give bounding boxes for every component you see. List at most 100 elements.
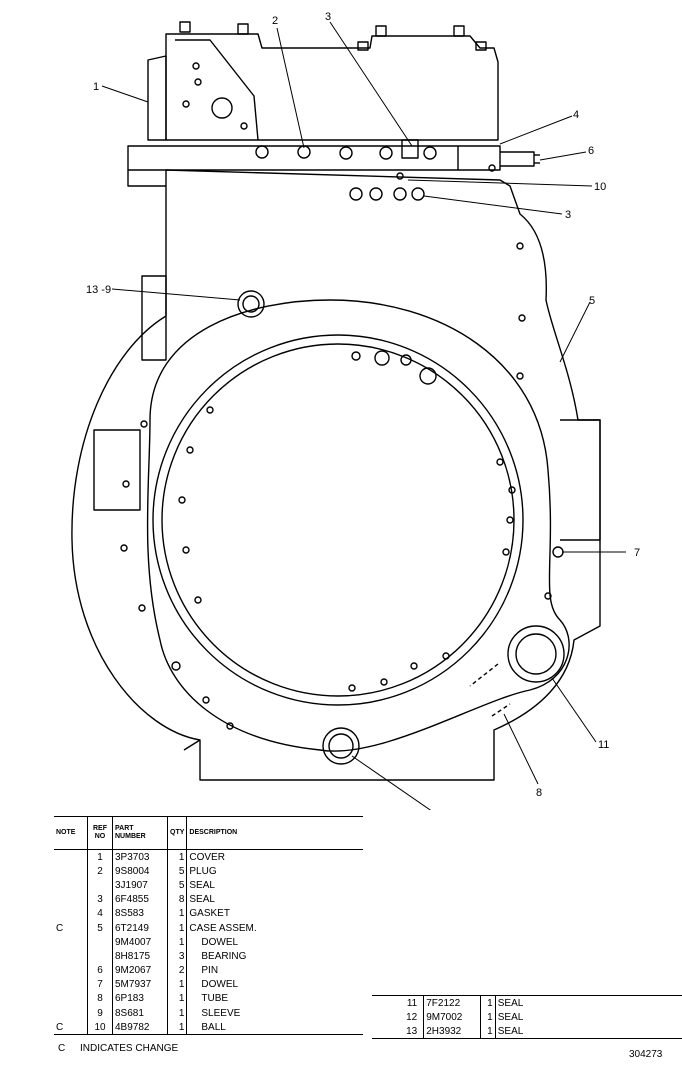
cell-desc: PIN xyxy=(201,965,219,977)
cell-part: 9M2067 xyxy=(112,963,168,978)
exploded-parts-drawing: 1 2 3 4 6 10 3 13 -9 5 7 11 8 12 xyxy=(71,11,640,810)
cell-desc: TUBE xyxy=(201,993,229,1005)
table-row: 3J1907 5 SEAL xyxy=(54,878,363,893)
cell-note xyxy=(54,849,88,865)
cell-part: 8S583 xyxy=(112,906,168,921)
cell-part: 5M7937 xyxy=(112,977,168,992)
cell-note xyxy=(54,949,88,964)
cell-qty: 1 xyxy=(479,995,496,1010)
callout-3-top: 3 xyxy=(325,11,331,23)
cell-part: 9S8004 xyxy=(112,864,168,879)
header-qty: QTY xyxy=(167,816,188,850)
table-row: 11 7F2122 1 SEAL xyxy=(372,995,682,1010)
cell-ref: 6 xyxy=(87,963,113,978)
cell-part: 3P3703 xyxy=(112,849,168,865)
cell-desc: DOWEL xyxy=(201,936,239,948)
cell-part: 8S681 xyxy=(112,1006,168,1021)
table-row: 8H8175 3 BEARING xyxy=(54,949,363,964)
cell-note xyxy=(54,977,88,992)
cell-ref: 10 xyxy=(87,1020,113,1036)
callout-5: 5 xyxy=(589,295,595,307)
header-part-number: PART NUMBER xyxy=(112,816,168,850)
parts-list-table: NOTE REF NO PART NUMBER QTY DESCRIPTION … xyxy=(54,816,364,1036)
cell-ref: 7 xyxy=(87,977,113,992)
cell-qty: 1 xyxy=(479,1010,496,1024)
cell-desc: SEAL xyxy=(497,1025,524,1037)
table-row: 7 5M7937 1 DOWEL xyxy=(54,977,363,992)
cell-qty: 1 xyxy=(167,1006,188,1021)
cell-desc: SEAL xyxy=(189,879,215,891)
cell-note xyxy=(54,878,88,893)
table-row: 2 9S8004 5 PLUG xyxy=(54,864,363,879)
callout-7: 7 xyxy=(634,547,640,559)
cell-ref: 5 xyxy=(87,920,113,936)
callout-13-9: 13 -9 xyxy=(86,284,111,296)
table-row: C 10 4B9782 1 BALL xyxy=(54,1020,364,1036)
cell-qty: 1 xyxy=(167,977,188,992)
cell-qty: 3 xyxy=(167,949,188,964)
cell-ref: 11 xyxy=(406,997,418,1009)
cell-ref: 13 xyxy=(406,1025,418,1037)
cell-desc: GASKET xyxy=(189,908,230,920)
callout-2: 2 xyxy=(272,15,278,27)
table-row: C 5 6T2149 1 CASE ASSEM. xyxy=(54,920,363,936)
cell-note: C xyxy=(54,920,88,936)
cell-ref: 3 xyxy=(87,892,113,907)
legend-text: INDICATES CHANGE xyxy=(80,1043,179,1054)
legend-mark: C xyxy=(58,1043,66,1054)
cell-part: 6F4855 xyxy=(112,892,168,907)
table-row: 1 3P3703 1 COVER xyxy=(54,849,363,865)
figure-number: 304273 xyxy=(629,1049,663,1060)
table-row: 6 9M2067 2 PIN xyxy=(54,963,363,978)
cell-qty: 8 xyxy=(167,892,188,907)
cell-desc: DOWEL xyxy=(201,979,239,991)
cell-qty: 2 xyxy=(167,963,188,978)
cell-part: 2H3932 xyxy=(423,1024,481,1039)
callout-4: 4 xyxy=(573,109,579,121)
cell-ref: 12 xyxy=(406,1011,418,1023)
cell-note xyxy=(54,892,88,907)
table-row: 8 6P183 1 TUBE xyxy=(54,991,363,1007)
cell-part: 3J1907 xyxy=(112,878,168,893)
cell-desc: SEAL xyxy=(497,1011,524,1023)
callout-11: 11 xyxy=(598,739,609,751)
cell-qty: 1 xyxy=(479,1024,496,1039)
cell-part: 9M4007 xyxy=(112,935,168,950)
header-description: DESCRIPTION xyxy=(186,816,364,850)
cell-ref: 4 xyxy=(87,906,113,921)
callout-10: 10 xyxy=(594,181,606,193)
cell-ref: 2 xyxy=(87,864,113,879)
cell-desc: CASE ASSEM. xyxy=(189,922,257,934)
cell-part: 6T2149 xyxy=(112,920,168,936)
parts-list-table-continued: 11 7F2122 1 SEAL 12 9M7002 1 SEAL 13 2H3… xyxy=(372,995,682,1039)
cell-qty: 1 xyxy=(167,935,188,950)
callout-3-lower: 3 xyxy=(565,209,571,221)
cell-qty: 1 xyxy=(167,906,188,921)
table-row: 4 8S583 1 GASKET xyxy=(54,906,363,921)
cell-part: 4B9782 xyxy=(112,1020,168,1036)
cell-ref: 9 xyxy=(87,1006,113,1021)
callout-1: 1 xyxy=(93,81,99,93)
table-header-row: NOTE REF NO PART NUMBER QTY DESCRIPTION xyxy=(54,816,364,850)
header-note: NOTE xyxy=(54,816,88,850)
cell-desc: SEAL xyxy=(189,894,215,906)
cell-note xyxy=(54,906,88,921)
cell-qty: 1 xyxy=(167,849,188,865)
cell-qty: 5 xyxy=(167,864,188,879)
cell-part: 6P183 xyxy=(112,991,168,1007)
cell-note xyxy=(54,1006,88,1021)
cell-desc: BEARING xyxy=(201,950,247,962)
cell-desc: SLEEVE xyxy=(201,1007,241,1019)
cell-part: 9M7002 xyxy=(423,1010,481,1024)
cell-note: C xyxy=(54,1020,88,1036)
table-row: 13 2H3932 1 SEAL xyxy=(372,1024,682,1039)
cell-part: 8H8175 xyxy=(112,949,168,964)
cell-ref xyxy=(87,935,113,950)
cell-ref xyxy=(87,949,113,964)
case-outline xyxy=(71,169,601,781)
cell-part: 7F2122 xyxy=(423,995,481,1010)
cell-desc: SEAL xyxy=(497,997,524,1009)
cell-note xyxy=(54,935,88,950)
cell-note xyxy=(54,864,88,879)
table-row: 12 9M7002 1 SEAL xyxy=(372,1010,682,1024)
